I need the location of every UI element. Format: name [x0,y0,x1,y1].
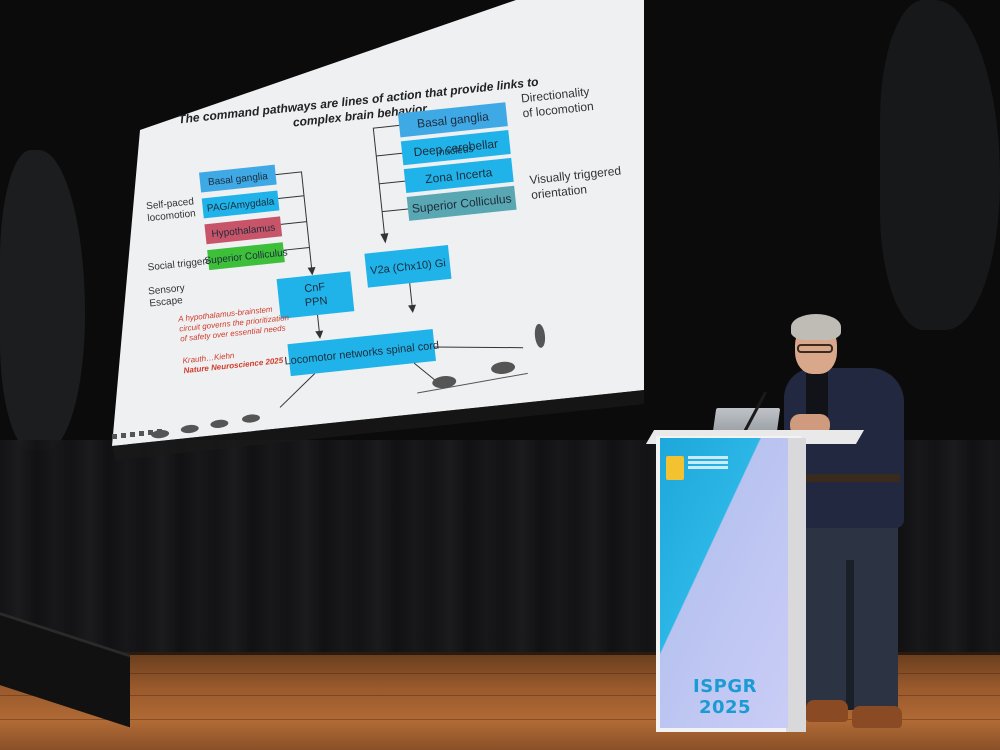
slide-tool-icon [157,429,162,434]
label-self-paced-2: locomotion [147,208,196,224]
wall-decoration [0,150,85,450]
mouse-icon [151,430,170,439]
right-box [403,157,514,194]
right-box [406,185,517,221]
mouse-icon [242,414,260,423]
presenter-shoe [852,706,902,728]
podium-front-panel [660,438,788,728]
mouse-icon [180,424,199,434]
label-self-paced-1: Self-paced [146,196,195,212]
presenter-glasses [797,344,833,353]
right-box-text-extra: nucleus [438,144,473,159]
slide-tool-icon [148,430,153,435]
mouse-icon [432,376,457,389]
label-sensory-2: Escape [149,295,184,309]
conference-logo-text [688,456,728,480]
left-box [201,190,280,219]
podium-label: ISPGR 2025 [693,676,757,718]
slide-tool-icon [130,432,135,437]
wall-decoration [880,0,1000,330]
label-sensory-1: Sensory [148,283,186,298]
slide-tool-icon [112,434,117,439]
mouse-icon [491,361,516,374]
left-box [199,164,277,193]
mouse-icon [210,419,229,428]
mouse-icon [534,323,546,348]
left-box [204,216,283,245]
slide-tool-icon [121,433,126,438]
right-box [397,102,508,138]
slide-toolbar [112,429,162,439]
box-cnf-text-1: CnF [304,281,326,295]
slide-tool-icon [139,431,144,436]
label-visual-2: orientation [530,182,587,202]
conference-logo-icon [666,456,684,480]
presenter-shoe [806,700,848,722]
mouse-icon-group [151,323,546,439]
box-v2a [364,244,452,288]
projection-screen [112,0,644,446]
box-cnf-ppn [276,271,355,319]
box-spinal [287,329,436,377]
presenter-hair [791,314,841,340]
left-box [207,242,285,271]
box-cnf-text-2: PPN [304,295,328,309]
right-box [400,130,511,166]
